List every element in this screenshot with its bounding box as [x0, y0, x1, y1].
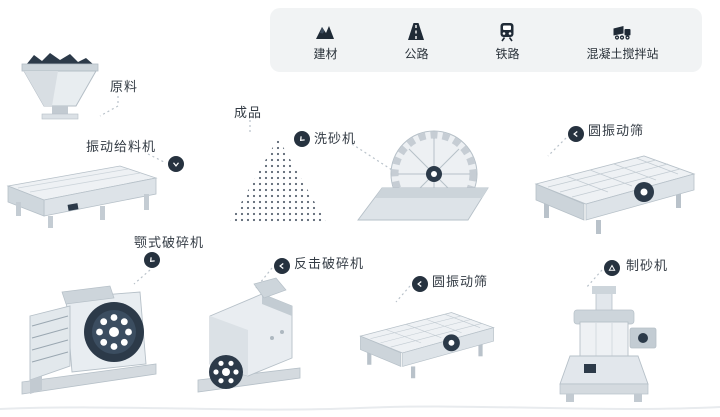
- flow-arrow-badge-screen-top-icon: [568, 126, 584, 142]
- label-circular-screen-top: 圆振动筛: [588, 123, 645, 138]
- highway-icon: [408, 23, 425, 40]
- concrete-mixing-plant-icon: [613, 26, 631, 40]
- legend-label: 铁路: [495, 47, 520, 61]
- circular-vibrating-screen-top-illustration: [526, 144, 704, 243]
- sand-maker-illustration: [540, 276, 668, 411]
- legend-item-building-materials: 建材: [313, 20, 338, 61]
- legend-label: 公路: [404, 47, 429, 61]
- flow-arrow-badge-impact-icon: [274, 258, 290, 274]
- flow-arrow-badge-jaw-icon: [144, 252, 160, 268]
- label-impact-crusher: 反击破碎机: [294, 256, 365, 271]
- label-circular-screen-bottom: 圆振动筛: [432, 274, 489, 289]
- circular-vibrating-screen-bottom-illustration: [352, 300, 502, 389]
- label-jaw-crusher: 颚式破碎机: [134, 235, 205, 250]
- flow-arrow-badge-washer-icon: [294, 131, 310, 147]
- legend-item-railway: 铁路: [495, 20, 520, 61]
- label-sand-maker: 制砂机: [626, 258, 669, 273]
- finished-product-pile-illustration: [228, 134, 328, 231]
- label-raw-material: 原料: [110, 79, 139, 94]
- impact-crusher-illustration: [184, 272, 314, 409]
- flow-triangle-badge-sand-maker-icon: [604, 260, 620, 276]
- legend-item-concrete-plant: 混凝土搅拌站: [586, 20, 659, 61]
- flow-arrow-badge-screen-bottom-icon: [412, 276, 428, 292]
- flow-arrow-badge-feeder-icon: [168, 156, 184, 172]
- legend-label: 混凝土搅拌站: [586, 47, 659, 61]
- building-materials-icon: [316, 26, 335, 39]
- railway-icon: [500, 23, 514, 42]
- label-vibrating-feeder: 振动给料机: [86, 139, 157, 154]
- legend-item-highway: 公路: [404, 20, 429, 61]
- sand-washer-illustration: [356, 126, 492, 241]
- legend-panel: 建材 公路 铁路: [270, 8, 702, 72]
- legend-label: 建材: [313, 47, 338, 61]
- raw-material-hopper-illustration: [14, 50, 106, 130]
- label-sand-washer: 洗砂机: [314, 131, 357, 146]
- label-finished-product: 成品: [234, 105, 263, 120]
- jaw-crusher-illustration: [14, 268, 164, 405]
- vibrating-feeder-illustration: [2, 156, 162, 239]
